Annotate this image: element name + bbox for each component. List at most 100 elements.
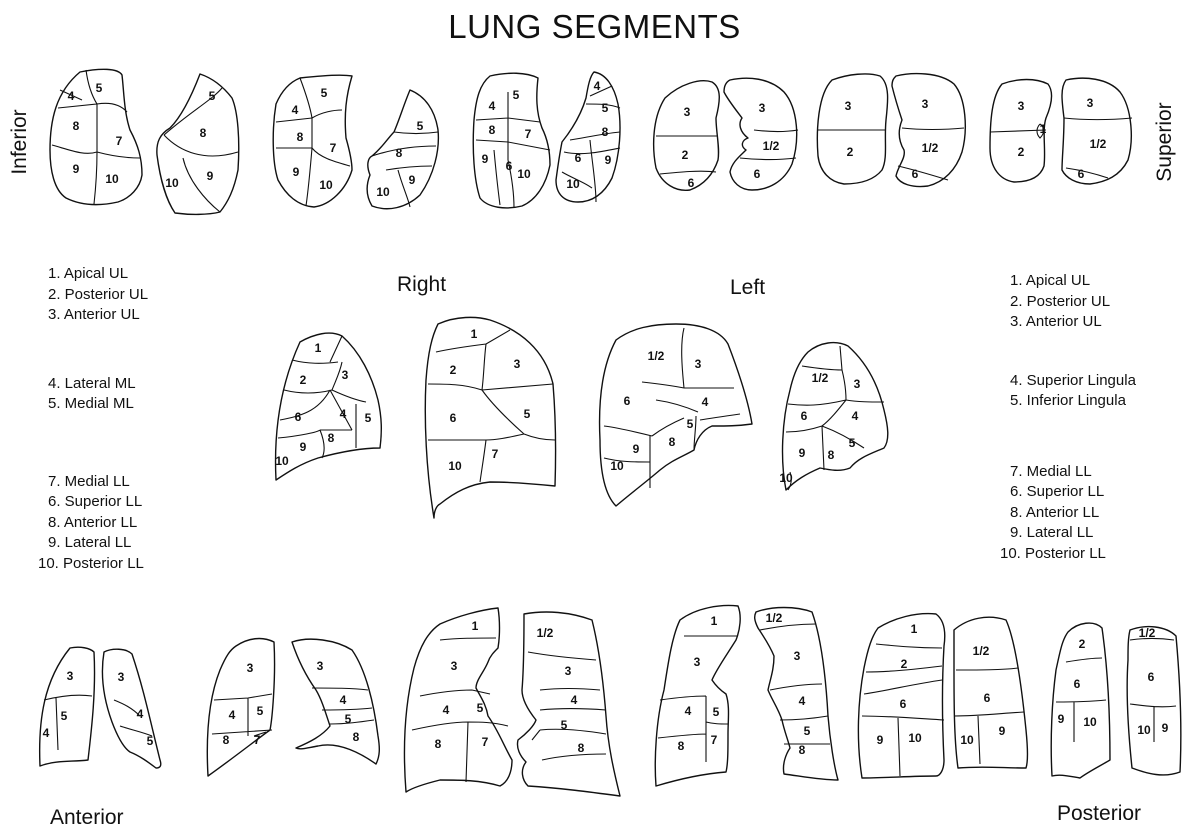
lung-outline [207, 639, 274, 776]
segment-number: 10 [319, 178, 333, 192]
segment-number: 7 [492, 447, 499, 461]
segment-number: 6 [450, 411, 457, 425]
segment-number: 7 [330, 141, 337, 155]
segment-number: 1 [1040, 122, 1047, 136]
segment-number: 5 [804, 724, 811, 738]
lung-outline [157, 74, 239, 214]
segment-number: 5 [61, 709, 68, 723]
axial-section-4 [654, 78, 798, 190]
segment-number: 10 [165, 176, 179, 190]
segment-number: 9 [409, 173, 416, 187]
segment-number: 6 [575, 151, 582, 165]
segment-number: 6 [1074, 677, 1081, 691]
segment-number: 2 [300, 373, 307, 387]
segment-number: 5 [321, 86, 328, 100]
segment-number: 6 [1148, 670, 1155, 684]
segment-number: 4 [292, 103, 299, 117]
segment-number: 3 [922, 97, 929, 111]
segment-number: 9 [633, 442, 640, 456]
segment-number: 9 [482, 152, 489, 166]
segment-number: 3 [317, 659, 324, 673]
lung-outline [783, 343, 888, 490]
segment-number: 1/2 [973, 644, 990, 658]
segment-number: 10 [779, 471, 793, 485]
segment-number: 4 [68, 89, 75, 103]
segment-border [412, 638, 606, 782]
segment-number: 5 [477, 701, 484, 715]
axial-section-3-right [473, 73, 550, 208]
segment-number: 3 [514, 357, 521, 371]
segment-number: 7 [525, 127, 532, 141]
segment-number: 3 [565, 664, 572, 678]
segment-number: 5 [209, 89, 216, 103]
segment-number: 1/2 [1090, 137, 1107, 151]
segment-number: 2 [450, 363, 457, 377]
segment-number: 10 [275, 454, 289, 468]
segment-number: 9 [73, 162, 80, 176]
segment-number: 8 [200, 126, 207, 140]
segment-number: 4 [229, 708, 236, 722]
segment-number: 3 [854, 377, 861, 391]
segment-number: 4 [340, 693, 347, 707]
segment-number: 5 [365, 411, 372, 425]
lung-outline [273, 75, 352, 207]
segment-number: 4 [340, 407, 347, 421]
segment-number: 4 [702, 395, 709, 409]
segment-number: 8 [353, 730, 360, 744]
segment-number: 10 [1137, 723, 1151, 737]
lung-outline [755, 608, 838, 781]
segment-number: 1/2 [1139, 626, 1156, 640]
segment-number: 1/2 [766, 611, 783, 625]
segment-number: 1 [315, 341, 322, 355]
segment-number: 1/2 [648, 349, 665, 363]
segment-number: 3 [451, 659, 458, 673]
segment-number: 8 [602, 125, 609, 139]
segment-number: 5 [849, 436, 856, 450]
segment-border [276, 78, 350, 206]
segment-number: 6 [295, 410, 302, 424]
left-lateral-view [783, 343, 888, 490]
segment-number: 6 [984, 691, 991, 705]
segment-number: 3 [684, 105, 691, 119]
segment-number: 2 [847, 145, 854, 159]
segment-number: 8 [669, 435, 676, 449]
segment-number: 4 [799, 694, 806, 708]
lung-outline [40, 647, 95, 766]
lung-outline [858, 614, 944, 778]
segment-number: 9 [799, 446, 806, 460]
segment-number: 2 [682, 148, 689, 162]
segment-number: 10 [517, 167, 531, 181]
segment-number: 2 [1018, 145, 1025, 159]
segment-number: 1/2 [812, 371, 829, 385]
right-lateral-view [276, 333, 382, 480]
segment-number: 9 [877, 733, 884, 747]
right-medial-view [425, 317, 555, 518]
segment-number: 6 [688, 176, 695, 190]
lung-outline [517, 612, 620, 796]
lung-outline [1127, 627, 1181, 775]
segment-number: 7 [711, 733, 718, 747]
segment-number: 1 [471, 327, 478, 341]
lung-outline [600, 324, 752, 506]
segment-number: 4 [137, 707, 144, 721]
segment-number: 5 [345, 712, 352, 726]
segment-number: 6 [900, 697, 907, 711]
lung-outline [292, 639, 379, 764]
axial-section-6 [990, 78, 1132, 184]
segment-border [818, 128, 964, 180]
segment-number: 2 [1079, 637, 1086, 651]
coronal-section-6 [1051, 623, 1181, 778]
segment-number: 9 [1058, 712, 1065, 726]
segment-number: 4 [852, 409, 859, 423]
segment-number: 8 [828, 448, 835, 462]
lung-outline [817, 74, 887, 184]
segment-number: 3 [694, 655, 701, 669]
segment-number: 5 [713, 705, 720, 719]
left-medial-view [600, 324, 752, 506]
segment-number: 10 [1083, 715, 1097, 729]
segment-number: 1/2 [537, 626, 554, 640]
segment-number: 6 [1078, 167, 1085, 181]
segment-number: 8 [297, 130, 304, 144]
